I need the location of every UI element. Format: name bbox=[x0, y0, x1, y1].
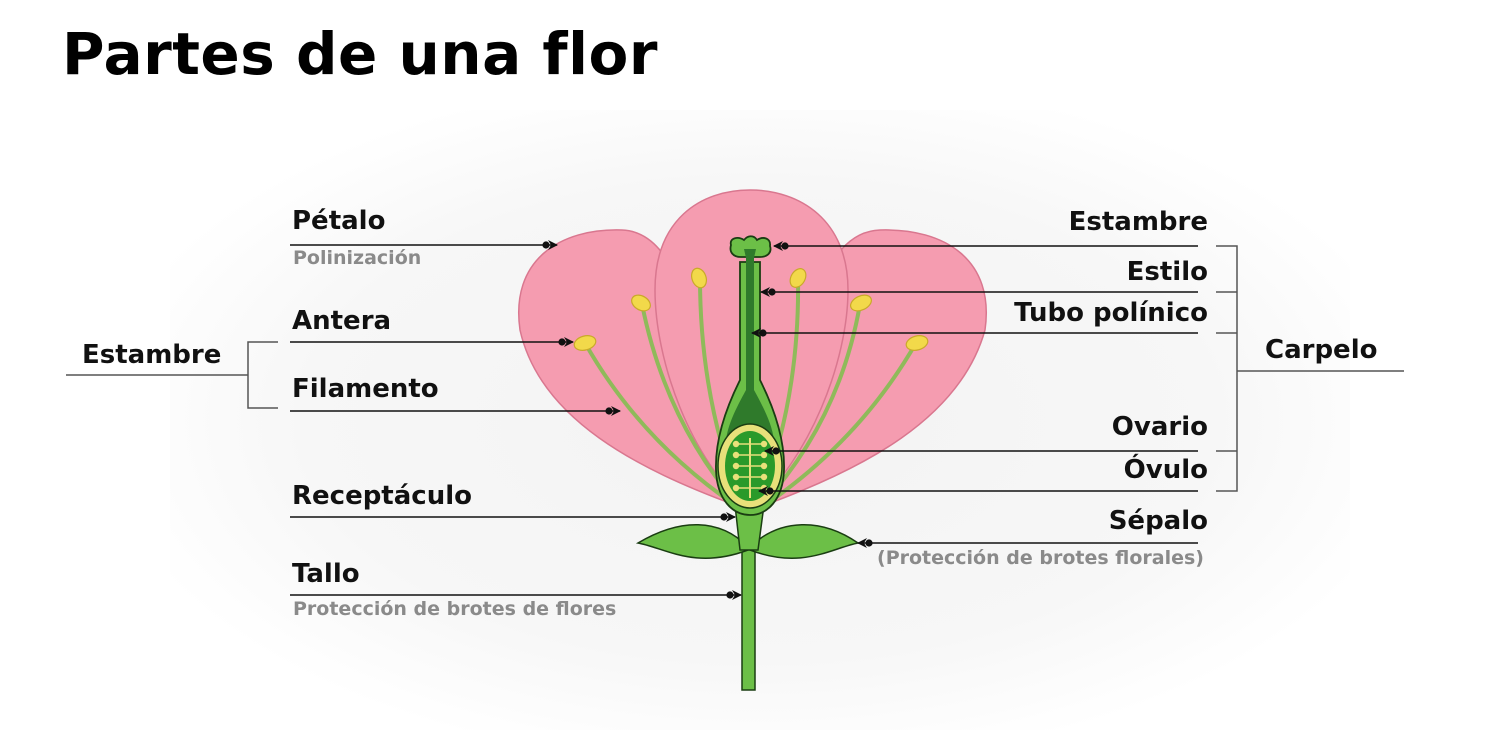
anther bbox=[631, 294, 651, 312]
page-title: Partes de una flor bbox=[62, 20, 658, 88]
stem bbox=[741, 539, 756, 691]
label-group-estambre: Estambre bbox=[82, 340, 222, 370]
label-tallo: Tallo bbox=[292, 559, 360, 589]
label-estilo: Estilo bbox=[1126, 257, 1208, 287]
left-bracket bbox=[66, 341, 278, 409]
sepals bbox=[635, 524, 860, 559]
ovule bbox=[760, 440, 768, 448]
stigma bbox=[729, 235, 772, 258]
label-antera: Antera bbox=[292, 306, 392, 336]
anther bbox=[850, 294, 872, 312]
label-sepalo: Sépalo bbox=[1108, 506, 1208, 536]
sepal-right bbox=[749, 524, 860, 559]
label-ovario: Ovario bbox=[1111, 412, 1208, 442]
right-bracket bbox=[1216, 245, 1404, 492]
sepal-left bbox=[635, 524, 749, 559]
filament bbox=[763, 341, 918, 507]
style-inner bbox=[726, 258, 774, 440]
label-petalo: Pétalo bbox=[292, 206, 386, 236]
ovule bbox=[732, 484, 740, 492]
anther bbox=[905, 335, 929, 351]
anther bbox=[573, 335, 597, 351]
label-group-carpelo: Carpelo bbox=[1265, 335, 1378, 365]
ovule bbox=[732, 473, 740, 481]
right-leader-lines bbox=[751, 241, 1198, 548]
left-leader-lines bbox=[290, 240, 742, 600]
ovule bbox=[732, 462, 740, 470]
note-tallo: Protección de brotes de flores bbox=[293, 598, 617, 620]
anther bbox=[789, 268, 807, 288]
ovule bbox=[760, 462, 768, 470]
label-estambre: Estambre bbox=[1068, 207, 1208, 237]
label-filamento: Filamento bbox=[292, 374, 439, 404]
label-ovulo: Óvulo bbox=[1123, 455, 1208, 485]
ovule bbox=[760, 484, 768, 492]
filament bbox=[583, 342, 737, 507]
ovule bbox=[732, 451, 740, 459]
note-petalo: Polinización bbox=[293, 247, 422, 269]
ovule bbox=[760, 451, 768, 459]
label-tubo-polinico: Tubo polínico bbox=[1014, 298, 1208, 328]
anther bbox=[690, 267, 708, 289]
ovule bbox=[732, 440, 740, 448]
label-receptaculo: Receptáculo bbox=[292, 481, 472, 511]
note-sepalo: (Protección de brotes florales) bbox=[877, 547, 1204, 569]
stigma-inner bbox=[744, 249, 756, 258]
ovule bbox=[760, 473, 768, 481]
